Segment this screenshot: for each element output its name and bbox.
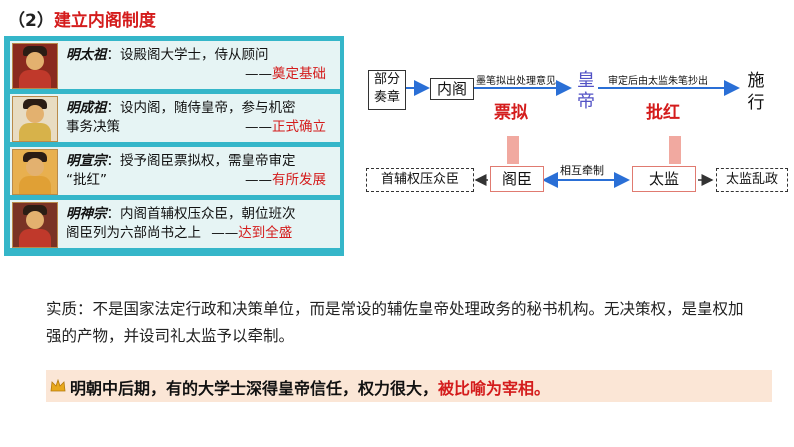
emperor-label: 皇帝	[577, 70, 595, 112]
note-emphasis: 被比喻为宰相。	[438, 379, 551, 398]
cabinet-box: 内阁	[430, 78, 474, 100]
row-description: 授予阁臣票拟权，需皇帝审定	[120, 153, 296, 169]
row-text: 明成祖：设内阁，随侍皇帝，参与机密 事务决策 ——正式确立	[66, 100, 326, 135]
timeline-row-xuanzong: 明宣宗：授予阁臣票拟权，需皇帝审定 “批红” ——有所发展	[10, 147, 340, 195]
review-note-label: 审定后由太监朱笔抄出	[608, 76, 708, 87]
essence-paragraph: 实质：不是国家法定行政和决策单位，而是常设的辅佐皇帝处理政务的秘书机构。无决策权…	[46, 300, 744, 345]
portrait-image	[12, 96, 58, 142]
crown-icon	[50, 378, 66, 397]
section-title: （2）建立内阁制度	[8, 6, 156, 31]
pihong-label: 批红	[646, 103, 680, 123]
timeline-row-shenzong: 明神宗：内阁首辅权压众臣，朝位班次 阁臣列为六部尚书之上 ——达到全盛	[10, 200, 340, 248]
timeline-row-chengzu: 明成祖：设内阁，随侍皇帝，参与机密 事务决策 ——正式确立	[10, 94, 340, 142]
emperor-name: 明神宗	[66, 206, 107, 222]
row-description: 设内阁，随侍皇帝，参与机密	[120, 100, 296, 116]
row-text: 明宣宗：授予阁臣票拟权，需皇帝审定 “批红” ——有所发展	[66, 153, 326, 188]
piaoni-label: 票拟	[494, 103, 528, 123]
emperor-name: 明太祖	[66, 47, 107, 63]
cabinet-minister-box: 阁臣	[490, 166, 544, 192]
row-description-cont: 阁臣列为六部尚书之上	[66, 225, 201, 241]
row-description-cont: 事务决策	[66, 119, 120, 135]
emperor-name: 明宣宗	[66, 153, 107, 169]
emperor-name: 明成祖	[66, 100, 107, 116]
execute-label: 施行	[747, 71, 765, 113]
highlight-note: 明朝中后期，有的大学士深得皇帝信任，权力很大，被比喻为宰相。	[46, 370, 772, 402]
portrait-image	[12, 43, 58, 89]
status-tag: 正式确立	[272, 119, 326, 135]
status-tag: 达到全盛	[238, 225, 293, 241]
memorial-box: 部分奏章	[368, 70, 406, 110]
eunuch-box: 太监	[632, 166, 696, 192]
chief-minister-box: 首辅权压众臣	[366, 168, 474, 192]
row-text: 明神宗：内阁首辅权压众臣，朝位班次 阁臣列为六部尚书之上 ——达到全盛	[66, 206, 296, 241]
row-text: 明太祖：设殿阁大学士，侍从顾问 ——奠定基础	[66, 47, 326, 82]
note-text: 明朝中后期，有的大学士深得皇帝信任，权力很大，被比喻为宰相。	[70, 379, 551, 398]
flow-arrows	[404, 80, 740, 188]
row-description: 内阁首辅权压众臣，朝位班次	[120, 206, 296, 222]
cabinet-flow-diagram: 部分奏章 内阁 墨笔拟出处理意见 票拟 皇帝 审定后由太监朱笔抄出 批红 施行 …	[354, 40, 794, 210]
status-tag: 奠定基础	[272, 66, 326, 82]
row-description-cont: “批红”	[66, 172, 107, 188]
portrait-image	[12, 149, 58, 195]
status-tag: 有所发展	[272, 172, 326, 188]
eunuch-chaos-box: 太监乱政	[716, 168, 788, 192]
section-heading: 建立内阁制度	[53, 11, 156, 31]
timeline-row-taizu: 明太祖：设殿阁大学士，侍从顾问 ——奠定基础	[10, 41, 340, 89]
row-description: 设殿阁大学士，侍从顾问	[120, 47, 269, 63]
ink-note-label: 墨笔拟出处理意见	[476, 76, 556, 87]
portrait-image	[12, 202, 58, 248]
section-number: （2）	[8, 11, 54, 31]
emperor-timeline-panel: 明太祖：设殿阁大学士，侍从顾问 ——奠定基础 明成祖：设内阁，随侍皇帝，参与机密…	[4, 36, 344, 256]
mutual-label: 相互牵制	[560, 164, 604, 177]
